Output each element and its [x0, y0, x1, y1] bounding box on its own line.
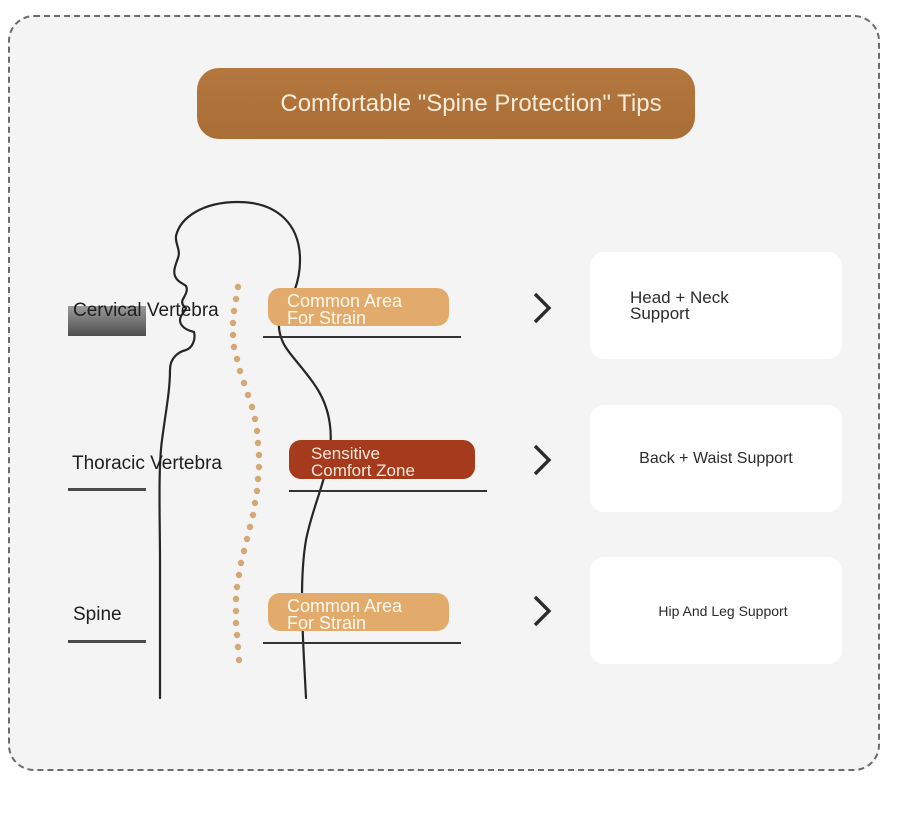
- head-neck-support-card: Head + Neck Support: [590, 252, 842, 359]
- spine-strain-tag: Common Area For Strain: [268, 593, 449, 631]
- thoracic-label-bar: [68, 488, 146, 491]
- tag-line: Sensitive: [311, 444, 380, 463]
- cervical-label-bar: [68, 306, 146, 336]
- thoracic-label: Thoracic Vertebra: [72, 453, 222, 474]
- chevron-right-icon: [533, 292, 552, 324]
- thoracic-underline: [289, 490, 487, 492]
- spine-underline: [263, 642, 461, 644]
- tag-line: For Strain: [287, 308, 367, 326]
- support-line: Head + Neck: [630, 287, 729, 307]
- sensitive-comfort-tag: Sensitive Comfort Zone: [289, 440, 475, 479]
- support-line: Support: [630, 303, 690, 323]
- spine-dots: [229, 283, 263, 664]
- title-text: Comfortable "Spine Protection" Tips: [280, 90, 662, 117]
- support-line: Back + Waist Support: [639, 449, 793, 467]
- cervical-underline: [263, 336, 461, 338]
- tag-line: For Strain: [287, 613, 367, 631]
- spine-label-bar: [68, 640, 146, 643]
- chevron-right-icon: [533, 595, 552, 627]
- spine-label: Spine: [73, 604, 122, 625]
- back-waist-support-card: Back + Waist Support: [590, 405, 842, 512]
- hip-leg-support-card: Hip And Leg Support: [590, 557, 842, 664]
- cervical-strain-tag: Common Area For Strain: [268, 288, 449, 326]
- tag-line: Common Area: [287, 596, 403, 616]
- chevron-right-icon: [533, 444, 552, 476]
- title-banner: Comfortable "Spine Protection" Tips: [197, 68, 695, 139]
- cervical-label: Cervical Vertebra: [73, 300, 219, 321]
- tag-line: Common Area: [287, 291, 403, 311]
- support-line: Hip And Leg Support: [658, 602, 788, 619]
- tag-line: Comfort Zone: [311, 461, 415, 479]
